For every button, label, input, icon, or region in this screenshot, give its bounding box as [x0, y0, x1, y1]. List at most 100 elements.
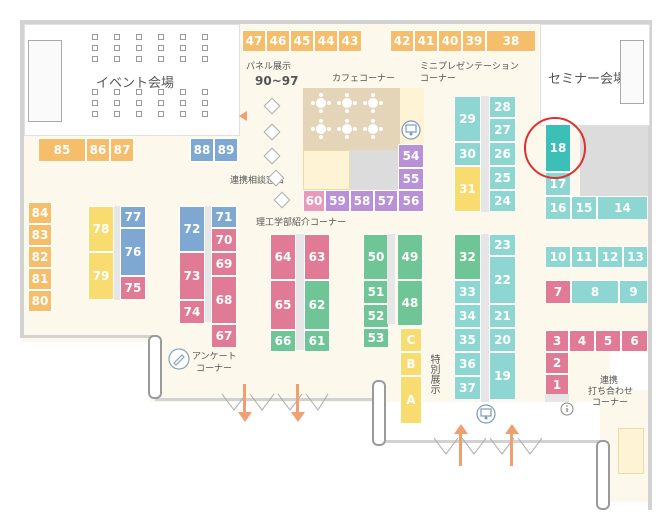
- booth-51[interactable]: 51: [363, 280, 389, 304]
- booth-36[interactable]: 36: [454, 352, 481, 376]
- booth-C[interactable]: C: [400, 328, 422, 352]
- booth-88[interactable]: 88: [190, 138, 214, 162]
- booth-16[interactable]: 16: [545, 196, 571, 220]
- entrance-arrow-shaft: [296, 384, 299, 414]
- booth-73[interactable]: 73: [179, 252, 205, 300]
- booth-66[interactable]: 66: [270, 330, 296, 352]
- booth-33[interactable]: 33: [454, 280, 481, 304]
- booth-29[interactable]: 29: [454, 96, 481, 142]
- booth-70[interactable]: 70: [211, 228, 237, 252]
- booth-59[interactable]: 59: [325, 190, 350, 212]
- booth-20[interactable]: 20: [489, 328, 516, 352]
- booth-A[interactable]: A: [400, 376, 422, 424]
- booth-45[interactable]: 45: [290, 30, 314, 52]
- booth-26[interactable]: 26: [489, 142, 516, 166]
- booth-38[interactable]: 38: [486, 30, 536, 52]
- booth-30[interactable]: 30: [454, 142, 481, 166]
- booth-5[interactable]: 5: [595, 330, 621, 352]
- booth-2[interactable]: 2: [545, 352, 569, 374]
- booth-7[interactable]: 7: [545, 280, 571, 304]
- booth-11[interactable]: 11: [571, 246, 597, 268]
- booth-34[interactable]: 34: [454, 304, 481, 328]
- booth-18[interactable]: 18: [545, 124, 571, 172]
- booth-23[interactable]: 23: [489, 234, 516, 256]
- entrance-arrow-shaft: [459, 434, 462, 466]
- booth-39[interactable]: 39: [462, 30, 486, 52]
- booth-53[interactable]: 53: [363, 328, 389, 348]
- booth-28[interactable]: 28: [489, 96, 516, 118]
- booth-74[interactable]: 74: [179, 300, 205, 324]
- booth-87[interactable]: 87: [110, 138, 134, 162]
- booth-10[interactable]: 10: [545, 246, 571, 268]
- booth-65[interactable]: 65: [270, 280, 296, 330]
- booth-22[interactable]: 22: [489, 256, 516, 304]
- wall-left: [20, 20, 24, 338]
- booth-76[interactable]: 76: [120, 228, 146, 276]
- booth-27[interactable]: 27: [489, 118, 516, 142]
- booth-40[interactable]: 40: [438, 30, 462, 52]
- booth-75[interactable]: 75: [120, 276, 146, 300]
- booth-spine: [205, 206, 211, 322]
- booth-58[interactable]: 58: [350, 190, 374, 212]
- booth-4[interactable]: 4: [569, 330, 595, 352]
- booth-50[interactable]: 50: [363, 234, 389, 280]
- pillar: [596, 440, 610, 510]
- booth-86[interactable]: 86: [86, 138, 110, 162]
- booth-49[interactable]: 49: [397, 234, 423, 280]
- booth-68[interactable]: 68: [211, 276, 237, 324]
- booth-56[interactable]: 56: [398, 190, 424, 212]
- booth-54[interactable]: 54: [398, 144, 424, 168]
- booth-12[interactable]: 12: [597, 246, 623, 268]
- booth-13[interactable]: 13: [623, 246, 648, 268]
- booth-89[interactable]: 89: [214, 138, 238, 162]
- pillar: [372, 380, 386, 446]
- booth-77[interactable]: 77: [120, 206, 146, 228]
- booth-55[interactable]: 55: [398, 168, 424, 190]
- booth-62[interactable]: 62: [304, 280, 330, 330]
- booth-35[interactable]: 35: [454, 328, 481, 352]
- booth-24[interactable]: 24: [489, 190, 516, 212]
- booth-63[interactable]: 63: [304, 234, 330, 280]
- booth-41[interactable]: 41: [414, 30, 438, 52]
- booth-52[interactable]: 52: [363, 304, 389, 328]
- booth-3[interactable]: 3: [545, 330, 569, 352]
- cafe-area: [303, 88, 400, 150]
- booth-8[interactable]: 8: [571, 280, 619, 304]
- booth-6[interactable]: 6: [621, 330, 648, 352]
- booth-15[interactable]: 15: [571, 196, 597, 220]
- booth-78[interactable]: 78: [88, 206, 114, 252]
- event-seat: [92, 111, 98, 117]
- booth-64[interactable]: 64: [270, 234, 296, 280]
- booth-31[interactable]: 31: [454, 166, 481, 212]
- booth-21[interactable]: 21: [489, 304, 516, 328]
- booth-14[interactable]: 14: [597, 196, 648, 220]
- booth-69[interactable]: 69: [211, 252, 237, 276]
- booth-1[interactable]: 1: [545, 374, 569, 396]
- booth-79[interactable]: 79: [88, 252, 114, 300]
- booth-60[interactable]: 60: [303, 190, 325, 212]
- booth-9[interactable]: 9: [619, 280, 648, 304]
- booth-43[interactable]: 43: [338, 30, 362, 52]
- booth-37[interactable]: 37: [454, 376, 481, 400]
- booth-83[interactable]: 83: [28, 224, 52, 246]
- booth-67[interactable]: 67: [211, 324, 237, 348]
- booth-72[interactable]: 72: [179, 206, 205, 252]
- booth-71[interactable]: 71: [211, 206, 237, 228]
- booth-85[interactable]: 85: [38, 138, 86, 162]
- event-seat: [180, 34, 186, 40]
- booth-84[interactable]: 84: [28, 202, 52, 224]
- booth-81[interactable]: 81: [28, 268, 52, 290]
- booth-80[interactable]: 80: [28, 290, 52, 312]
- booth-19[interactable]: 19: [489, 352, 516, 400]
- booth-48[interactable]: 48: [397, 280, 423, 326]
- booth-42[interactable]: 42: [390, 30, 414, 52]
- booth-44[interactable]: 44: [314, 30, 338, 52]
- booth-B[interactable]: B: [400, 352, 422, 376]
- booth-32[interactable]: 32: [454, 234, 481, 280]
- booth-57[interactable]: 57: [374, 190, 398, 212]
- booth-47[interactable]: 47: [242, 30, 266, 52]
- booth-25[interactable]: 25: [489, 166, 516, 190]
- booth-46[interactable]: 46: [266, 30, 290, 52]
- booth-82[interactable]: 82: [28, 246, 52, 268]
- booth-61[interactable]: 61: [304, 330, 330, 352]
